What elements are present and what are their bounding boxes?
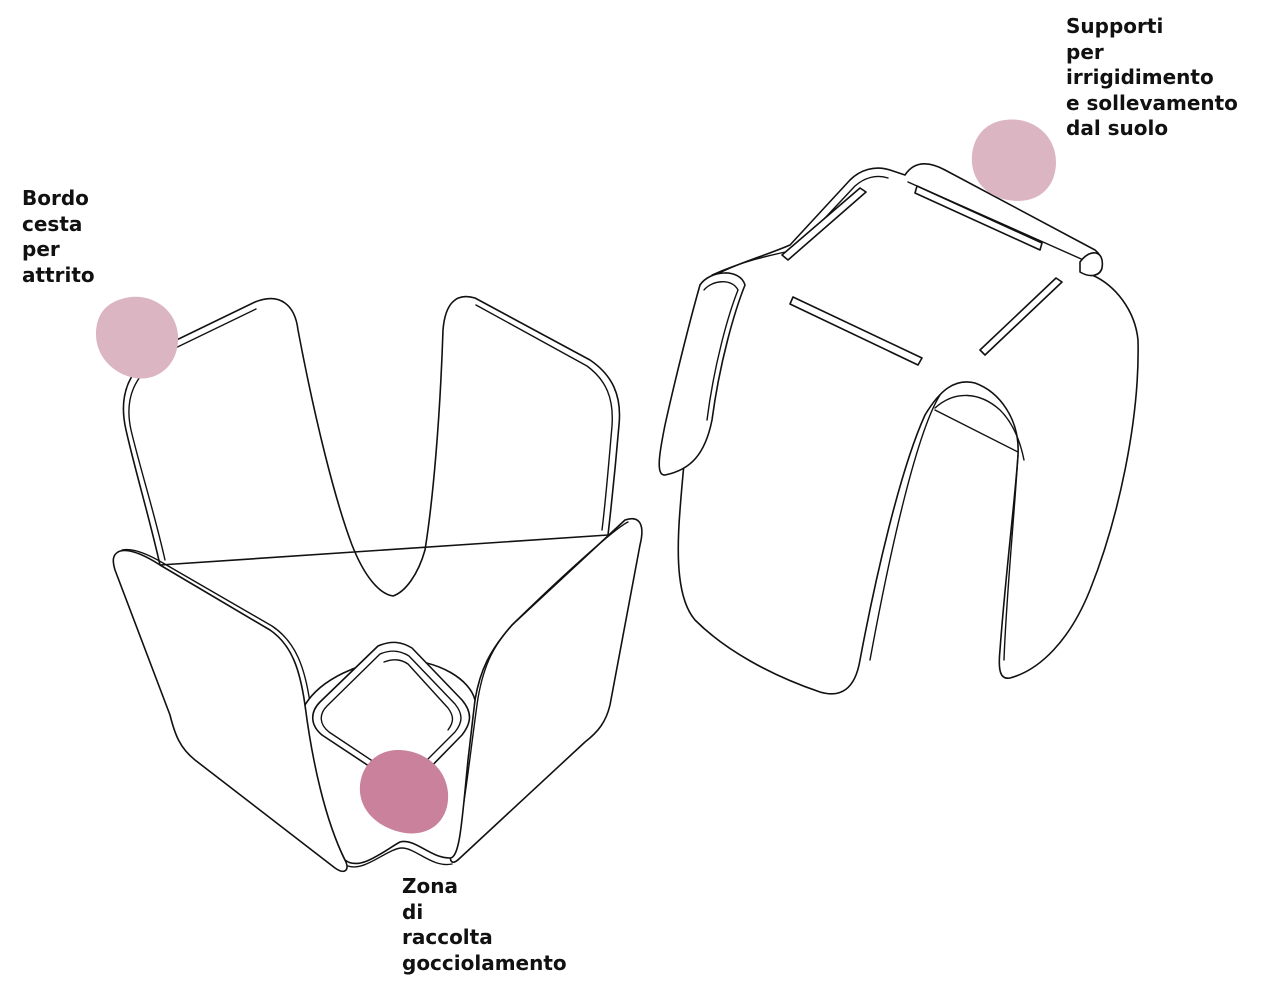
bordo-label-line: cesta [22, 212, 95, 238]
zona-label-line: raccolta [402, 925, 567, 951]
stand-body [678, 164, 1138, 694]
supporti-label-line: per [1066, 40, 1238, 66]
bordo-label-line: Bordo [22, 186, 95, 212]
supporti-label-line: e sollevamento [1066, 91, 1238, 117]
bordo-label-line: attrito [22, 263, 95, 289]
supporti-marker [972, 119, 1056, 200]
zona-label-line: gocciolamento [402, 951, 567, 977]
zona-label-line: Zona [402, 874, 567, 900]
supporti-label-line: Supporti [1066, 14, 1238, 40]
basket-back-panel [123, 297, 619, 596]
bordo-marker [96, 297, 178, 379]
bordo-label: Bordo cesta per attrito [22, 186, 95, 288]
support-stand-drawing [659, 164, 1138, 694]
supporti-label-line: dal suolo [1066, 116, 1238, 142]
supporti-label-line: irrigidimento [1066, 65, 1238, 91]
supporti-label: Supporti per irrigidimento e sollevament… [1066, 14, 1238, 142]
bordo-label-line: per [22, 237, 95, 263]
zona-label: Zona di raccolta gocciolamento [402, 874, 567, 976]
zona-label-line: di [402, 900, 567, 926]
